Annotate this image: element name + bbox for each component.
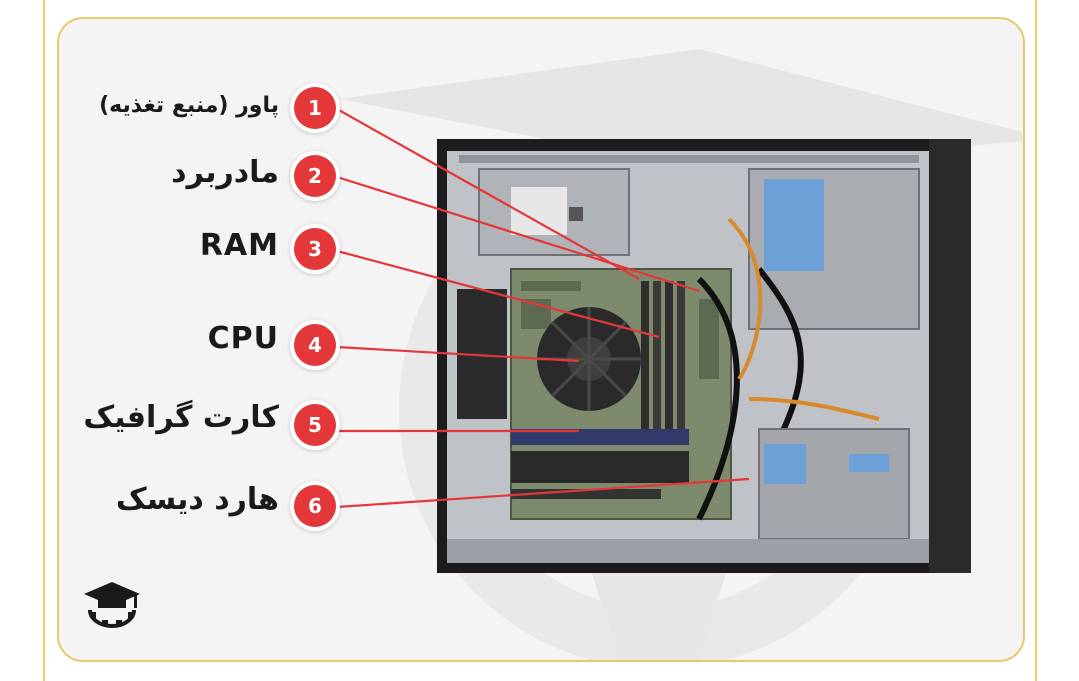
rear-fan: [457, 289, 507, 419]
right-frame-rule: [1035, 0, 1037, 681]
callout-badge-6: 6: [294, 485, 336, 527]
callout-badge-1: 1: [294, 87, 336, 129]
graduation-cap-gear-logo-icon: [84, 582, 140, 628]
left-frame-rule: [43, 0, 45, 681]
callout-badge-2: 2: [294, 155, 336, 197]
callout-label-6: هارد دیسک: [115, 482, 279, 517]
blue-drive-clip-top: [764, 179, 824, 271]
case-front-panel: [929, 139, 971, 573]
callout-label-2: مادربرد: [171, 155, 279, 190]
callout-label-4: CPU: [207, 321, 279, 356]
graphics-card: [511, 451, 689, 483]
ram-modules: [641, 281, 685, 431]
callout-badge-4: 4: [294, 324, 336, 366]
callout-badge-3: 3: [294, 228, 336, 270]
callout-label-5: کارت گرافیک: [83, 400, 279, 435]
callout-label-3: RAM: [199, 228, 279, 263]
psu-label-sticker: [511, 187, 567, 235]
callout-badge-5: 5: [294, 404, 336, 446]
pcie-slot-blue: [511, 429, 689, 445]
callout-label-1: پاور (منبع تغذیه): [99, 93, 279, 118]
diagram-card: [57, 17, 1025, 662]
blue-drive-clip-bottom: [764, 444, 806, 484]
